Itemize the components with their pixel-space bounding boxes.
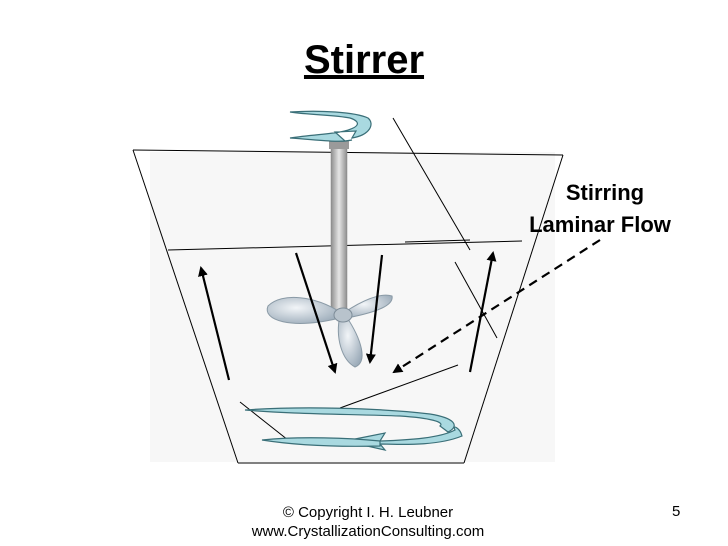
vessel [132, 149, 564, 464]
page-title: Stirrer [303, 38, 425, 82]
propeller-blade-left [266, 296, 341, 324]
vessel-right-wall [463, 154, 564, 464]
flow-arrows [198, 251, 497, 381]
flow-arrow-right-down [365, 254, 384, 364]
guide-lines [239, 117, 498, 441]
label-stirring: Stirring [565, 180, 645, 205]
shaft-collar [329, 141, 349, 149]
flow-arrow-left-up [198, 266, 231, 381]
flow-arrow-center-down [294, 252, 338, 374]
bottom-swirl-upper [244, 407, 455, 433]
propeller-hub [333, 307, 353, 323]
flow-arrow-right-up [468, 251, 497, 373]
bottom-rotation-arrows [244, 407, 463, 451]
vessel-left-wall [132, 149, 239, 464]
stirrer-shaft [330, 144, 348, 314]
copyright-text: © Copyright I. H. Leubner [282, 504, 454, 521]
bottom-swirl-band [261, 437, 381, 447]
propeller-blade-right [344, 294, 393, 319]
label-laminar-flow: Laminar Flow [529, 212, 671, 237]
top-rotation-arrow [289, 110, 372, 142]
page-number: 5 [672, 503, 681, 520]
propeller-blade-lower [337, 314, 363, 368]
website-text: www.CrystallizationConsulting.com [251, 523, 485, 540]
propeller [266, 294, 393, 368]
vessel-rim [132, 149, 564, 156]
label-pointer-dashed [392, 239, 601, 374]
footer-copyright: © Copyright I. H. Leubner www.Crystalliz… [248, 503, 488, 541]
